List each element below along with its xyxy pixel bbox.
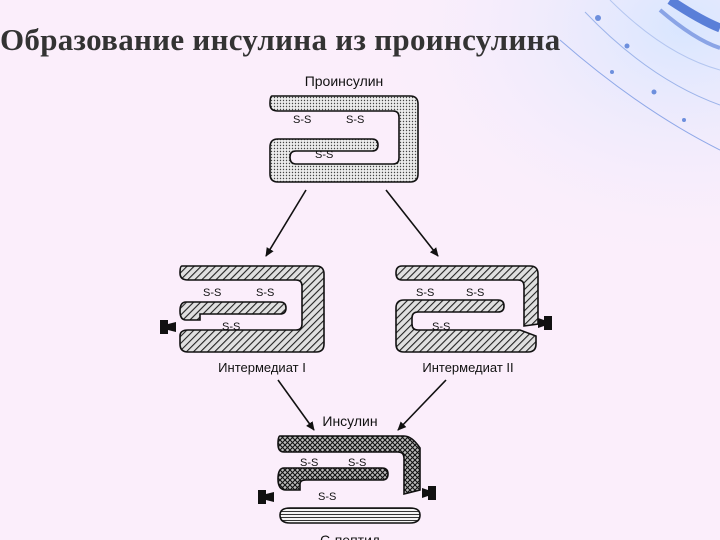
decorative-swoosh	[559, 0, 720, 151]
intermediate-1-disulfide-bond-2: S-S	[256, 287, 274, 299]
proinsulin-disulfide-bond-2: S-S	[346, 114, 364, 126]
intermediate-1-cleavage-mark	[160, 320, 176, 334]
insulin-right-cleavage-mark	[422, 486, 436, 500]
arrow-to-intermediate-2	[385, 189, 439, 257]
intermediate-1-label: Интермедиат I	[218, 360, 306, 375]
insulin-disulfide-bond-3: S-S	[318, 491, 336, 503]
proinsulin-label: Проинсулин	[305, 73, 384, 89]
c-peptide-label: С-пептид	[320, 532, 380, 540]
intermediate-2-label: Интермедиат II	[422, 360, 513, 375]
arrow-from-intermediate-1	[277, 379, 315, 431]
insulin-label: Инсулин	[322, 413, 377, 429]
insulin-disulfide-bond-1: S-S	[300, 457, 318, 469]
insulin-molecule: S-S S-S S-S	[258, 435, 436, 504]
intermediate-2-molecule: S-S S-S S-S	[395, 265, 552, 353]
proinsulin-molecule: S-S S-S S-S	[269, 95, 419, 183]
arrow-to-intermediate-1	[265, 189, 307, 257]
intermediate-2-disulfide-bond-3: S-S	[432, 321, 450, 333]
intermediate-2-cleavage-mark	[538, 316, 552, 330]
arrow-from-intermediate-2	[397, 379, 447, 431]
decorative-dots	[595, 15, 686, 122]
intermediate-1-disulfide-bond-3: S-S	[222, 321, 240, 333]
proinsulin-disulfide-bond-1: S-S	[293, 114, 311, 126]
c-peptide-chain	[279, 507, 421, 524]
c-peptide-molecule	[279, 507, 421, 524]
proinsulin-chain	[269, 95, 419, 183]
insulin-b-chain	[277, 435, 421, 496]
intermediate-1-molecule: S-S S-S S-S	[160, 265, 325, 353]
intermediate-2-lower-chain	[395, 299, 537, 353]
intermediate-1-disulfide-bond-1: S-S	[203, 287, 221, 299]
intermediate-1-chain	[179, 265, 325, 353]
insulin-left-cleavage-mark	[258, 490, 274, 504]
insulin-disulfide-bond-2: S-S	[348, 457, 366, 469]
slide-title: Образование инсулина из проинсулина	[0, 22, 561, 57]
proinsulin-disulfide-bond-3: S-S	[315, 149, 333, 161]
intermediate-2-disulfide-bond-1: S-S	[416, 287, 434, 299]
intermediate-2-disulfide-bond-2: S-S	[466, 287, 484, 299]
intermediate-2-chain	[395, 265, 539, 327]
intermediate-1-inner-chain	[179, 301, 287, 321]
insulin-a-chain	[277, 467, 389, 491]
